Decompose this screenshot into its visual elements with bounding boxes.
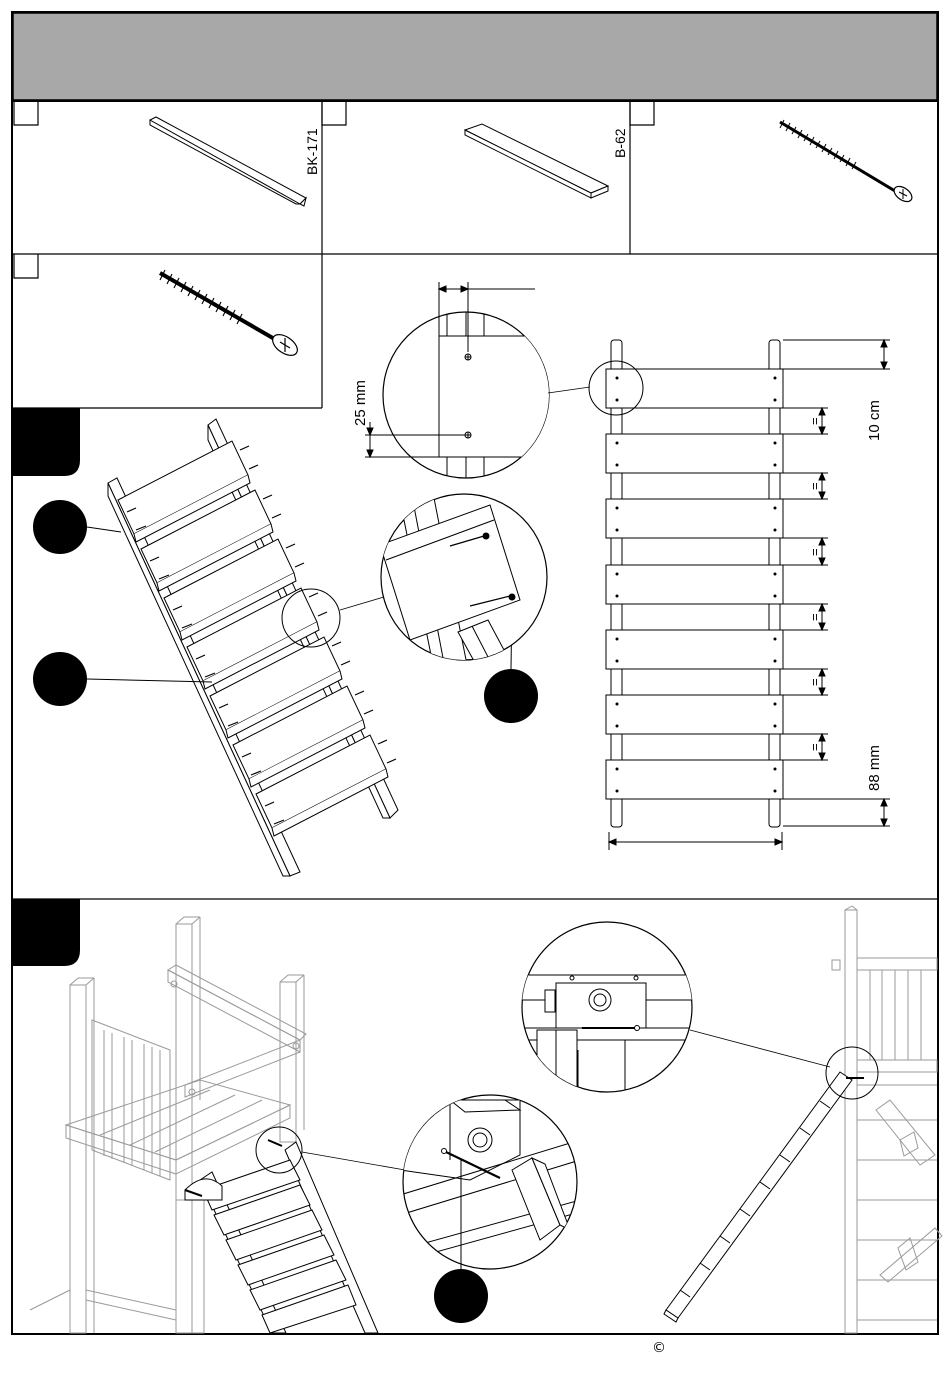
dim-label-25mm: 25 mm bbox=[352, 380, 369, 426]
ladder-isometric bbox=[108, 419, 398, 876]
callout-step bbox=[33, 652, 87, 706]
part-long-screw bbox=[780, 120, 915, 205]
dim-label-88mm: 88 mm bbox=[866, 745, 883, 791]
equal-mark-2: = bbox=[807, 482, 822, 490]
detail-marker-tower-right bbox=[826, 1047, 878, 1099]
step-tab-1 bbox=[13, 408, 80, 476]
callout-rail bbox=[33, 500, 87, 554]
callout-rail-leader bbox=[87, 527, 121, 532]
callout-screw bbox=[484, 669, 538, 723]
part-label-b62: B-62 bbox=[612, 128, 628, 158]
callout-bolt bbox=[434, 1269, 488, 1323]
tower-right-view bbox=[832, 906, 942, 1333]
header-band bbox=[13, 13, 937, 100]
equal-mark-5: = bbox=[807, 678, 822, 686]
detail-bolt-right bbox=[520, 922, 720, 1110]
equal-marks: = = = = = = bbox=[807, 417, 822, 751]
dim-label-10cm: 10 cm bbox=[866, 400, 883, 441]
tower-ladder-left bbox=[185, 1140, 378, 1333]
equal-mark-1: = bbox=[807, 417, 822, 425]
part-step-b62 bbox=[465, 124, 608, 198]
equal-mark-6: = bbox=[807, 743, 822, 751]
detail-leader-4 bbox=[690, 1030, 830, 1067]
detail-leader-2 bbox=[548, 387, 590, 393]
copyright: © bbox=[652, 1340, 666, 1356]
equal-mark-4: = bbox=[807, 613, 822, 621]
detail-bolt-left bbox=[400, 1095, 580, 1269]
detail-screw-closeup bbox=[380, 488, 547, 690]
dim-10cm bbox=[783, 340, 890, 369]
detail-leader-1 bbox=[340, 597, 384, 610]
part-rail-bk171 bbox=[150, 117, 306, 206]
dim-width bbox=[609, 832, 782, 850]
part-short-screw bbox=[160, 270, 301, 360]
dim-equal-gaps bbox=[783, 408, 828, 760]
equal-mark-3: = bbox=[807, 548, 822, 556]
dim-88mm bbox=[783, 799, 890, 826]
step-tab-2 bbox=[13, 899, 80, 966]
tower-ladder-right bbox=[664, 1072, 864, 1322]
ladder-front-view bbox=[606, 340, 783, 827]
part-label-bk171: BK-171 bbox=[304, 128, 320, 175]
detail-leader-3 bbox=[302, 1152, 405, 1170]
detail-bolt-offset bbox=[383, 300, 559, 480]
